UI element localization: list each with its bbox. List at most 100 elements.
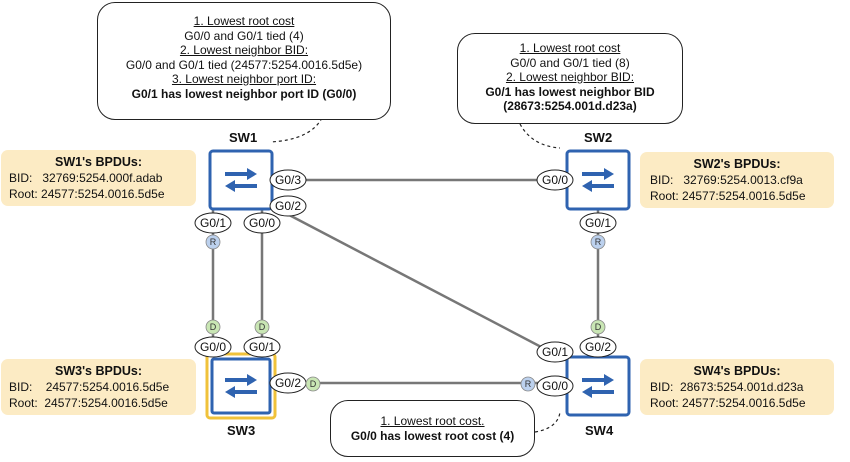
connector-sw1 [269,117,323,143]
sw1-decision-callout: 1. Lowest root cost G0/0 and G0/1 tied (… [97,2,391,120]
port-sw4-g00 [536,375,574,397]
port-label-sw3-g00: G0/0 [200,340,226,354]
sw1-callout-step3-detail: G0/1 has lowest neighbor port ID (G0/0) [131,86,357,101]
sw1-callout-step3: 3. Lowest neighbor port ID: [171,72,317,86]
sw3-bid-value: 24577:5254.0016.5d5e [45,380,170,394]
sw3-bpdu-root-row: Root: 24577:5254.0016.5d5e [9,395,188,411]
role-label-sw3-g00: D [210,322,217,332]
sw1-callout-step2-detail: G0/0 and G0/1 tied (24577:5254.0016.5d5e… [125,57,363,72]
sw2-root-label: Root: [650,189,679,203]
links [211,178,600,385]
sw1-callout-step1-detail: G0/0 and G0/1 tied (4) [184,28,304,43]
callout-connectors [269,117,561,433]
sw4-bpdu-root-row: Root: 24577:5254.0016.5d5e [650,395,824,411]
role-label-sw4-g00: R [525,379,532,389]
sw3-root-value: 24577:5254.0016.5d5e [44,396,168,410]
role-desig-sw3-g01 [254,319,270,335]
role-label-sw3-g01: D [259,322,266,332]
sw2-bpdu-root-row: Root: 24577:5254.0016.5d5e [650,188,824,204]
sw1-callout-step1: 1. Lowest root cost [193,14,295,28]
role-root-sw2-g01 [590,234,606,250]
link-sw1-sw4 [271,204,567,362]
sw1-bpdu-bid-row: BID: 32769:5254.000f.adab [9,170,188,186]
role-root-sw1-g01 [205,234,221,250]
role-desig-sw3-g02 [305,376,321,392]
port-sw1-g03 [269,169,307,191]
sw2-callout-step1-detail: G0/0 and G0/1 tied (8) [510,55,630,70]
port-label-sw1-g02: G0/2 [275,199,301,213]
port-sw2-g00 [536,169,574,191]
sw1-callout-step2: 2. Lowest neighbor BID: [179,43,309,57]
sw2-label: SW2 [584,130,613,145]
sw1-bpdu-box: SW1's BPDUs: BID: 32769:5254.000f.adab R… [1,150,196,206]
sw3-bid-label: BID: [9,380,33,394]
switch-sw1 [208,149,274,211]
sw4-root-label: Root: [650,396,679,410]
role-label-sw4-g02: D [595,322,602,332]
sw2-root-value: 24577:5254.0016.5d5e [682,189,806,203]
sw2-callout-step2-bid: (28673:5254.001d.d23a) [503,99,637,113]
switch-sw3 [205,352,277,420]
sw2-bid-value: 32769:5254.0013.cf9a [683,173,803,187]
role-label-sw1-g01: R [210,237,217,247]
sw2-bpdu-title: SW2's BPDUs: [693,157,781,171]
sw4-bpdu-box: SW4's BPDUs: BID: 28673:5254.001d.d23a R… [640,359,834,415]
sw1-bid-label: BID: [9,171,33,185]
role-label-sw3-g02: D [310,379,317,389]
switch-sw4 [565,355,631,417]
sw1-bpdu-root-row: Root: 24577:5254.0016.5d5e [9,186,188,202]
sw4-callout-step1: 1. Lowest root cost. [380,414,485,428]
port-sw1-g01 [194,212,232,234]
port-label-sw2-g00: G0/0 [542,173,568,187]
sw2-bid-label: BID: [650,173,674,187]
switch-sw2 [565,149,631,211]
sw1-bid-value: 32769:5254.000f.adab [42,171,163,185]
role-desig-sw4-g02 [590,319,606,335]
sw3-label: SW3 [227,423,256,438]
port-label-sw1-g01: G0/1 [200,216,226,230]
sw4-root-value: 24577:5254.0016.5d5e [682,396,806,410]
port-sw4-g01 [536,341,574,363]
port-label-sw2-g01: G0/1 [585,216,611,230]
port-label-sw3-g01: G0/1 [249,340,275,354]
port-label-sw1-g03: G0/3 [275,173,301,187]
port-label-sw4-g00: G0/0 [542,379,568,393]
sw2-bpdu-bid-row: BID: 32769:5254.0013.cf9a [650,172,824,188]
sw1-bpdu-title: SW1's BPDUs: [54,155,143,169]
sw1-label: SW1 [229,130,258,145]
port-label-sw1-g00: G0/0 [249,216,275,230]
role-desig-sw3-g00 [205,319,221,335]
sw3-bpdu-title: SW3's BPDUs: [54,364,143,378]
connector-sw3 [534,411,561,433]
port-sw1-g02 [269,195,307,217]
sw4-bpdu-bid-row: BID: 28673:5254.001d.d23a [650,379,824,395]
sw2-callout-step2: 2. Lowest neighbor BID: [505,70,635,84]
connector-sw2 [519,123,561,149]
port-label-sw4-g01: G0/1 [542,345,568,359]
sw1-root-value: 24577:5254.0016.5d5e [41,187,165,201]
sw1-root-label: Root: [9,187,38,201]
sw4-bid-label: BID: [650,380,674,394]
sw4-label: SW4 [585,423,614,438]
sw4-decision-callout: 1. Lowest root cost. G0/0 has lowest roo… [330,400,535,457]
sw2-decision-callout: 1. Lowest root cost G0/0 and G0/1 tied (… [457,33,683,124]
sw4-callout-step1-detail: G0/0 has lowest root cost (4) [350,428,515,443]
sw3-bpdu-bid-row: BID: 24577:5254.0016.5d5e [9,379,188,395]
role-label-sw2-g01: R [595,237,602,247]
sw3-root-label: Root: [9,396,38,410]
sw2-callout-step2-detail: G0/1 has lowest neighbor BID [485,84,655,99]
sw4-bpdu-title: SW4's BPDUs: [693,364,781,378]
sw4-bid-value: 28673:5254.001d.d23a [680,380,804,394]
port-sw3-g00 [194,336,232,358]
port-sw1-g00 [243,212,281,234]
port-label-sw4-g02: G0/2 [585,340,611,354]
port-sw3-g01 [243,336,281,358]
role-root-sw4-g00 [520,376,536,392]
port-label-sw3-g02: G0/2 [275,376,301,390]
port-sw4-g02 [579,336,617,358]
sw2-bpdu-box: SW2's BPDUs: BID: 32769:5254.0013.cf9a R… [640,152,834,208]
sw3-bpdu-box: SW3's BPDUs: BID: 24577:5254.0016.5d5e R… [1,359,196,415]
port-sw2-g01 [579,212,617,234]
sw2-callout-step1: 1. Lowest root cost [519,41,621,55]
